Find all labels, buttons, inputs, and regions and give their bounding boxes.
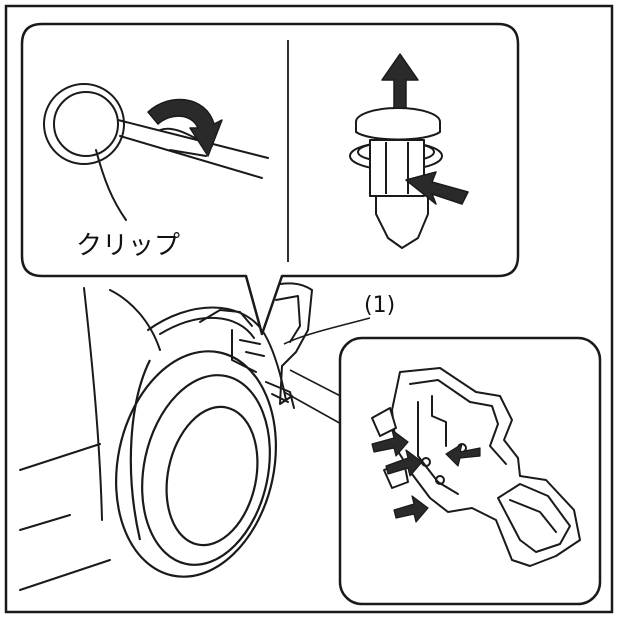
clip-leader-line	[95, 149, 127, 221]
pull-up-arrow-icon	[381, 53, 419, 109]
clip-arrow-1-icon	[371, 429, 409, 457]
clip-location-arrows	[371, 429, 481, 523]
clip-head-outer	[43, 83, 125, 165]
part-leader-line	[283, 317, 371, 345]
clip-arrow-2-icon	[385, 449, 423, 477]
clip-side-view	[349, 107, 443, 249]
clip-pry-illustration	[43, 83, 269, 221]
clip-head-inner	[53, 91, 119, 157]
fender-liner-part	[371, 367, 581, 567]
part-number-label: (1)	[364, 293, 395, 318]
clip-arrow-3-icon	[393, 495, 429, 523]
front-tire	[115, 350, 277, 578]
squeeze-arrow-icon	[405, 171, 469, 205]
clip-arrow-4-icon	[445, 443, 481, 467]
pry-direction-arrow-icon	[147, 98, 223, 157]
clip-label: クリップ	[76, 231, 180, 261]
